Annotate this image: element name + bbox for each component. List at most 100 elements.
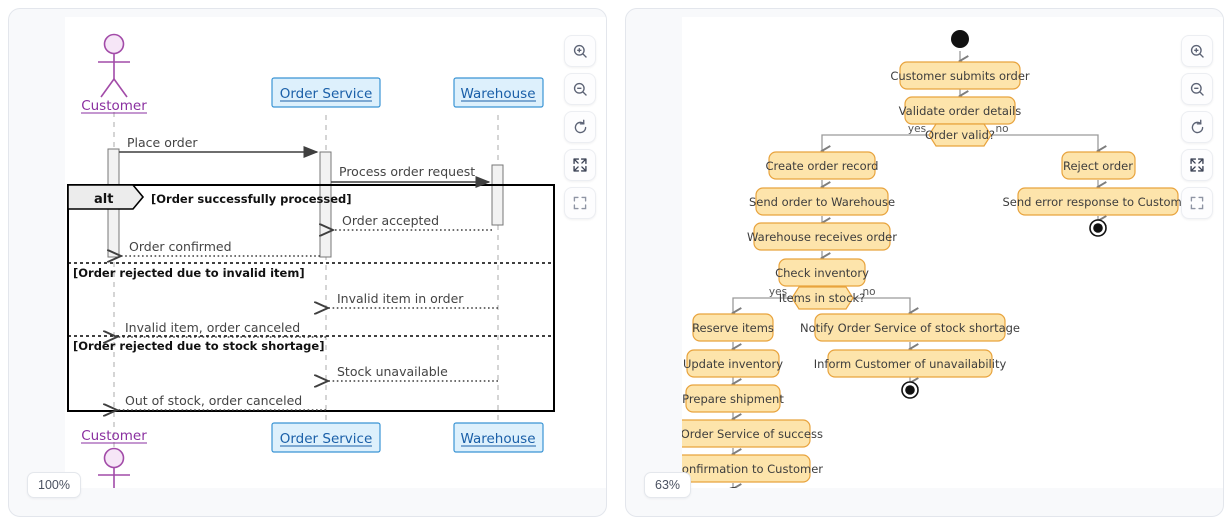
activity-node-validate-order-details: Validate order details <box>899 96 1022 125</box>
participant-order-service-top-label: Order Service <box>280 86 373 102</box>
zoom-out-icon <box>1190 82 1204 96</box>
message-invalid-item-order-canceled: Invalid item, order canceled <box>117 320 326 337</box>
edge-label-order-valid-no: no <box>995 123 1008 135</box>
activity-node-reserve-items: Reserve items <box>692 313 774 342</box>
edge-label-items-in-stock-no: no <box>862 286 875 298</box>
fullscreen-button[interactable] <box>1181 187 1213 219</box>
reset-icon <box>1191 119 1203 133</box>
zoom-in-icon <box>1190 44 1204 58</box>
edge-label-items-in-stock-yes: yes <box>769 286 787 298</box>
activity-node-inform-customer-of-unavailability: Inform Customer of unavailability <box>814 349 1007 378</box>
sequence-diagram-canvas[interactable]: Customer Order Service Warehouse <box>65 17 606 488</box>
reset-view-button[interactable] <box>564 111 596 143</box>
message-order-confirmed: Order confirmed <box>121 239 320 256</box>
message-process-order-request: Process order request <box>331 164 491 188</box>
activity-node-create-order-record: Create order record <box>766 151 879 180</box>
zoom-in-button[interactable] <box>564 35 596 67</box>
activity-node-notify-order-service-of-stock-shortage: Notify Order Service of stock shortage <box>800 313 1020 342</box>
reset-icon <box>574 119 586 133</box>
actor-customer-bottom-label: Customer <box>81 428 147 444</box>
activity-node-label: Check inventory <box>775 266 869 280</box>
alt-guard-1: [Order successfully processed] <box>151 192 352 206</box>
fit-screen-button[interactable] <box>1181 149 1213 181</box>
activity-diagram-canvas[interactable]: yes no yes no Customer submits order Val… <box>682 17 1223 488</box>
zoom-out-button[interactable] <box>564 73 596 105</box>
activity-node-customer-submits-order: Customer submits order <box>890 61 1030 90</box>
activity-node-label: Send confirmation to Customer <box>682 462 823 476</box>
participant-warehouse-bottom: Warehouse <box>453 422 544 453</box>
alt-fragment: alt [Order successfully processed] [Orde… <box>67 184 555 412</box>
activity-node-label: Notify Order Service of success <box>682 427 823 441</box>
message-invalid-item-order-canceled-label: Invalid item, order canceled <box>125 320 300 335</box>
expand-icon <box>1190 158 1204 172</box>
decision-node-label: Items in stock? <box>779 291 866 305</box>
decision-node-order-valid: Order valid? <box>925 123 995 147</box>
zoom-in-button[interactable] <box>1181 35 1213 67</box>
fullscreen-button[interactable] <box>564 187 596 219</box>
actor-customer-top-label: Customer <box>81 98 147 114</box>
alt-operator-label: alt <box>94 192 113 207</box>
alt-guard-2: [Order rejected due to invalid item] <box>73 266 305 280</box>
initial-node <box>951 30 969 48</box>
activity-node-label: Customer submits order <box>890 69 1030 83</box>
sequence-zoom-level-badge[interactable]: 100% <box>27 472 81 498</box>
activity-node-label: Reserve items <box>692 321 774 335</box>
activity-node-update-inventory: Update inventory <box>683 349 783 378</box>
activity-node-prepare-shipment: Prepare shipment <box>682 384 784 413</box>
reset-view-button[interactable] <box>1181 111 1213 143</box>
message-order-accepted-label: Order accepted <box>342 213 439 228</box>
activity-node-check-inventory: Check inventory <box>775 258 869 287</box>
activity-node-send-confirmation-to-customer: Send confirmation to Customer <box>682 454 823 483</box>
zoom-out-icon <box>573 82 587 96</box>
fullscreen-icon <box>573 196 587 210</box>
activity-node-label: Send order to Warehouse <box>749 195 895 209</box>
activity-node-label: Validate order details <box>899 104 1022 118</box>
zoom-in-icon <box>573 44 587 58</box>
activity-node-send-error-response-to-customer: Send error response to Customer <box>1002 187 1194 216</box>
activity-node-label: Send error response to Customer <box>1002 195 1193 209</box>
activity-node-label: Notify Order Service of stock shortage <box>800 321 1020 335</box>
message-process-order-request-label: Process order request <box>339 164 475 179</box>
fit-screen-button[interactable] <box>564 149 596 181</box>
activity-node-label: Warehouse receives order <box>747 230 897 244</box>
participant-warehouse-bottom-label: Warehouse <box>460 431 535 447</box>
message-order-accepted: Order accepted <box>333 213 492 230</box>
activity-node-send-order-to-warehouse: Send order to Warehouse <box>749 187 895 216</box>
message-out-of-stock-order-canceled-label: Out of stock, order canceled <box>125 393 302 408</box>
participant-order-service-top: Order Service <box>271 77 381 108</box>
activity-node-label: Reject order <box>1063 159 1133 173</box>
message-stock-unavailable-label: Stock unavailable <box>337 364 448 379</box>
activity-node-label: Inform Customer of unavailability <box>814 357 1007 371</box>
fullscreen-icon <box>1190 196 1204 210</box>
actor-customer-top <box>98 33 130 98</box>
sequence-diagram-panel: Customer Order Service Warehouse <box>8 8 607 517</box>
message-invalid-item-in-order-label: Invalid item in order <box>337 291 464 306</box>
message-out-of-stock-order-canceled: Out of stock, order canceled <box>117 393 326 410</box>
activity-node-label: Update inventory <box>683 357 783 371</box>
edge-label-order-valid-yes: yes <box>908 123 926 135</box>
activity-node-label: Prepare shipment <box>682 392 784 406</box>
activity-diagram-toolbar <box>1181 35 1213 219</box>
expand-icon <box>573 158 587 172</box>
activity-zoom-level-badge[interactable]: 63% <box>644 472 692 498</box>
participant-warehouse-top: Warehouse <box>453 77 544 108</box>
decision-node-label: Order valid? <box>925 128 995 142</box>
participant-warehouse-top-label: Warehouse <box>460 86 535 102</box>
final-node-rejected <box>1089 219 1107 237</box>
activity-node-reject-order: Reject order <box>1061 151 1136 180</box>
message-stock-unavailable: Stock unavailable <box>328 364 498 381</box>
decision-node-items-in-stock: Items in stock? <box>779 286 866 310</box>
sequence-diagram-toolbar <box>564 35 596 219</box>
zoom-out-button[interactable] <box>1181 73 1213 105</box>
participant-order-service-bottom: Order Service <box>271 422 381 453</box>
message-place-order: Place order <box>119 135 319 158</box>
actor-customer-bottom <box>98 447 130 488</box>
message-invalid-item-in-order: Invalid item in order <box>328 291 498 308</box>
participant-order-service-bottom-label: Order Service <box>280 431 373 447</box>
activity-node-warehouse-receives-order: Warehouse receives order <box>747 222 897 251</box>
message-place-order-label: Place order <box>127 135 198 150</box>
alt-guard-3: [Order rejected due to stock shortage] <box>73 339 324 353</box>
final-node-unavailable <box>901 381 919 399</box>
activity-node-label: Create order record <box>766 159 879 173</box>
